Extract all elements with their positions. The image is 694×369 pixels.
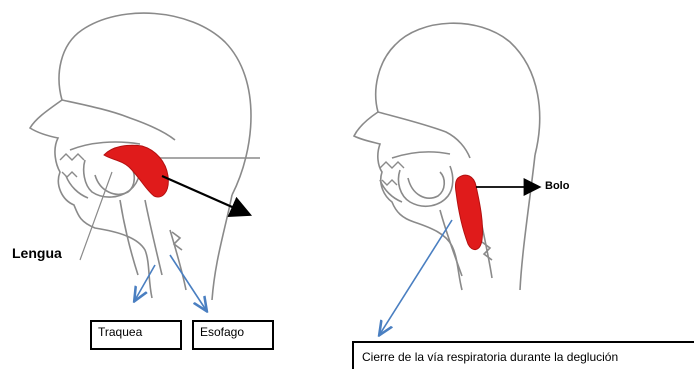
trachea-label-box: Traquea — [90, 320, 182, 350]
right-skull-profile — [354, 23, 540, 290]
tongue-label: Lengua — [12, 245, 62, 261]
right-head-outline — [354, 23, 540, 290]
right-larynx — [482, 242, 492, 260]
right-tongue-mass — [408, 172, 444, 198]
right-airway-front — [440, 210, 462, 276]
airway-closure-caption: Cierre de la vía respiratoria durante la… — [362, 350, 618, 364]
right-teeth — [380, 162, 404, 185]
bolus-label: Bolo — [545, 180, 569, 192]
left-bolus — [104, 145, 168, 197]
right-nasal-cavity — [378, 112, 470, 158]
airway-closure-caption-box: Cierre de la vía respiratoria durante la… — [352, 341, 694, 369]
esophagus-label: Esofago — [200, 325, 244, 339]
left-nasal-cavity — [62, 100, 175, 140]
right-back-of-neck — [520, 155, 535, 290]
right-palate — [392, 152, 450, 158]
left-bolus-black-arrow — [162, 176, 248, 214]
airway-closure-blue-arrow — [380, 220, 452, 334]
esophagus-label-box: Esofago — [192, 320, 274, 350]
trachea-label: Traquea — [98, 325, 142, 339]
left-teeth — [60, 154, 84, 177]
left-tongue-pointer — [80, 172, 112, 260]
esophagus-blue-arrow — [170, 255, 206, 310]
left-tongue-mass — [95, 166, 134, 194]
left-back-of-neck — [212, 195, 232, 300]
